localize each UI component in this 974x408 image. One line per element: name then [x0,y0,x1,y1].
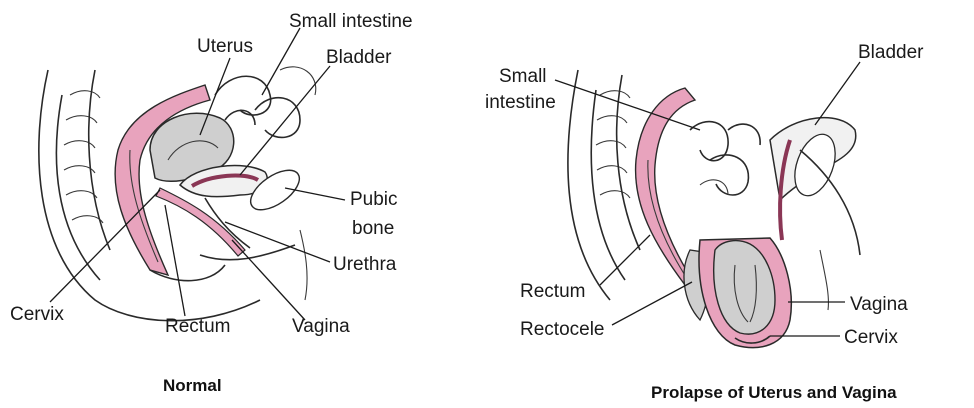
label-bladder: Bladder [326,47,392,68]
label-urethra: Urethra [333,254,397,275]
prolapse-small-intestine [690,122,760,195]
label-rectocele: Rectocele [520,319,605,340]
label-small-intestine-line2: intestine [485,92,556,113]
label-vagina-prolapse: Vagina [850,294,908,315]
normal-illustration [39,67,316,321]
label-uterus: Uterus [197,36,253,57]
label-bladder-prolapse: Bladder [858,42,924,63]
label-rectum-prolapse: Rectum [520,281,585,302]
label-cervix: Cervix [10,304,64,325]
label-rectum: Rectum [165,316,230,337]
prolapse-illustration [568,70,860,348]
caption-normal: Normal [163,376,222,395]
normal-vagina [156,188,245,256]
label-small-intestine-line1: Small [499,66,547,87]
label-pubic-bone-line2: bone [352,218,394,239]
label-small-intestine: Small intestine [289,11,413,32]
label-vagina: Vagina [292,316,350,337]
label-cervix-prolapse: Cervix [844,327,898,348]
caption-prolapse: Prolapse of Uterus and Vagina [651,383,897,402]
label-pubic-bone-line1: Pubic [350,189,398,210]
normal-spine [64,70,110,250]
